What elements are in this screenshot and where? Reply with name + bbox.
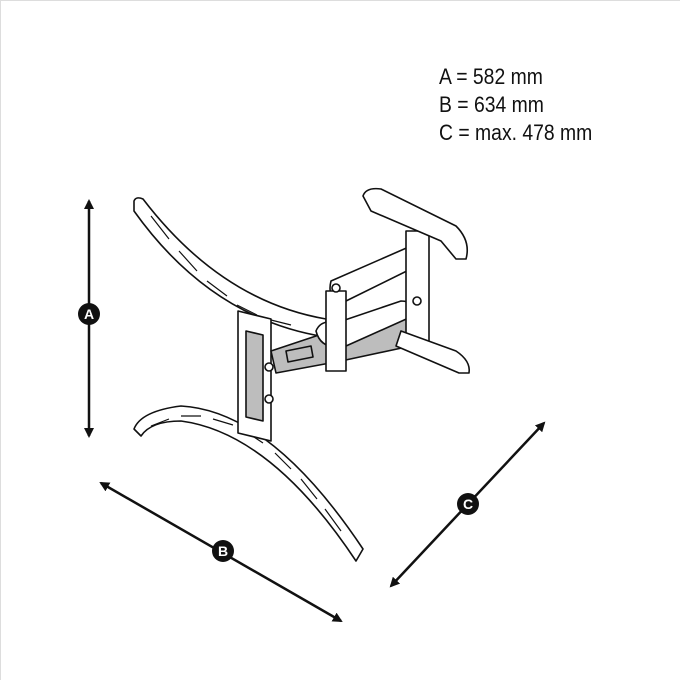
top-tv-bracket — [362, 187, 469, 260]
logo-plate — [285, 345, 314, 363]
dimension-a-badge — [78, 303, 100, 325]
dimension-arrows: A B C — [78, 199, 546, 623]
dimension-a-label: A — [84, 306, 94, 322]
dimension-c-badge — [457, 493, 479, 515]
dimension-b-text: B = 634 mm — [439, 92, 544, 117]
knuckle — [325, 290, 347, 372]
dimension-c-label: C — [463, 496, 473, 512]
lower-wall-rail — [133, 405, 364, 562]
dimension-legend: A = 582 mm B = 634 mm C = max. 478 mm — [439, 63, 592, 147]
vesa-vertical-bar — [405, 230, 430, 347]
dimension-b-badge — [212, 540, 234, 562]
bottom-tv-bracket — [395, 330, 471, 374]
dimension-a-text: A = 582 mm — [439, 64, 543, 89]
mount-outline — [133, 187, 471, 562]
upper-wall-rail — [133, 197, 327, 338]
dimension-c-text: C = max. 478 mm — [439, 120, 593, 145]
dimension-b-label: B — [218, 543, 228, 559]
